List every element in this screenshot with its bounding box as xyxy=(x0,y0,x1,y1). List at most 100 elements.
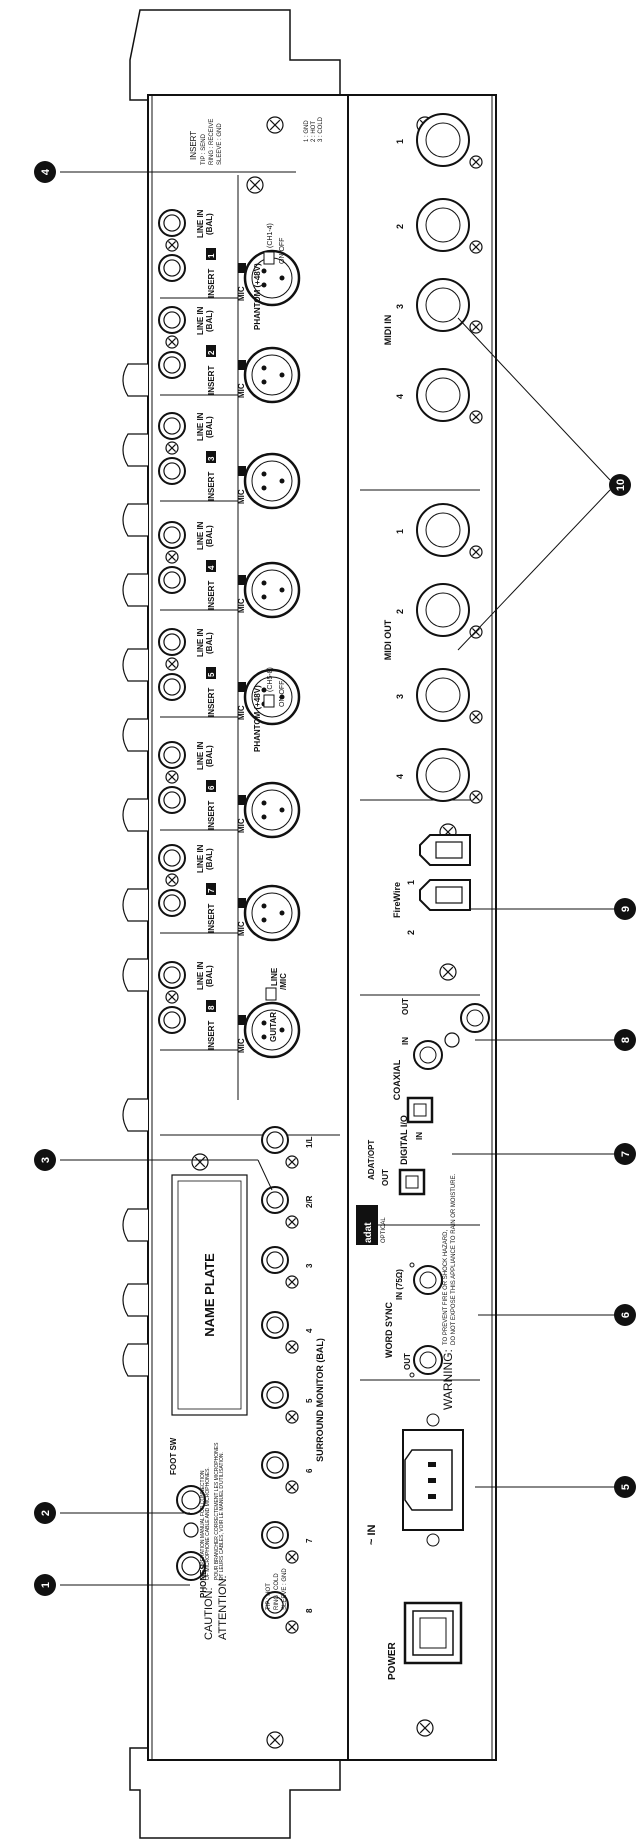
insert-label-7: INSERT xyxy=(207,904,216,933)
bal-label-1: (BAL) xyxy=(205,213,214,235)
surround-channel-label-3: 6 xyxy=(305,1468,314,1473)
chassis-fin xyxy=(122,1098,148,1132)
midi-in-port-2[interactable] xyxy=(416,198,470,252)
surround-jack-2[interactable] xyxy=(261,1521,289,1549)
xlr-pin xyxy=(261,800,267,806)
mic-xlr-8[interactable] xyxy=(243,1001,301,1059)
mic-label-8: MIC xyxy=(237,1038,246,1053)
insert-jack-4[interactable] xyxy=(158,566,186,594)
mic-xlr-7[interactable] xyxy=(243,884,301,942)
xlr-pin xyxy=(279,372,285,378)
line-in-label-3: LINE IN xyxy=(196,412,205,441)
chassis-fin xyxy=(122,1208,148,1242)
guitar-line-mic-switch[interactable] xyxy=(265,987,277,1001)
bal-label-8: (BAL) xyxy=(205,965,214,987)
callout-number-c9: 9 xyxy=(620,906,632,912)
screw-slot xyxy=(167,875,177,885)
coaxial-in-jack[interactable] xyxy=(413,1040,443,1070)
mic-label-1: MIC xyxy=(237,286,246,301)
surround-jack-5[interactable] xyxy=(261,1311,289,1339)
xlr-pin xyxy=(261,379,267,385)
midi-out-port-4[interactable] xyxy=(416,748,470,802)
mic-xlr-3[interactable] xyxy=(243,452,301,510)
mic-badge-5 xyxy=(238,682,246,692)
surround-jack-1[interactable] xyxy=(261,1591,289,1619)
insert-jack-8[interactable] xyxy=(158,1006,186,1034)
surround-jack-1-inner xyxy=(266,1596,284,1614)
chassis-fin xyxy=(122,648,148,682)
screw-slot xyxy=(471,412,481,422)
channel-badge-8 xyxy=(206,1000,216,1012)
callout-c3 xyxy=(34,1149,56,1171)
insert-jack-5[interactable] xyxy=(158,673,186,701)
channel-number-6: 6 xyxy=(207,785,216,790)
optical-out-port[interactable] xyxy=(398,1168,426,1196)
line-in-jack-4[interactable] xyxy=(158,521,186,549)
surround-jack-7[interactable] xyxy=(261,1186,289,1214)
word-sync-in-jack[interactable] xyxy=(413,1265,443,1295)
midi-in-number-3: 3 xyxy=(395,304,405,309)
midi-in-port-1[interactable] xyxy=(416,113,470,167)
midi-in-label: MIDI IN xyxy=(383,315,393,346)
insert-jack-7[interactable] xyxy=(158,889,186,917)
surround-jack-6[interactable] xyxy=(261,1246,289,1274)
midi-out-port-3[interactable] xyxy=(416,668,470,722)
phones-jack[interactable] xyxy=(176,1551,206,1581)
phantom-switch-ch1-4[interactable] xyxy=(263,251,275,265)
insert-jack-3[interactable] xyxy=(158,457,186,485)
adat-optical-text: OPTICAL xyxy=(381,1217,387,1243)
adat-opt-label: ADAT/OPT xyxy=(367,1140,376,1180)
surround-jack-8[interactable] xyxy=(261,1126,289,1154)
mic-xlr-4[interactable] xyxy=(243,561,301,619)
surround-jack-4[interactable] xyxy=(261,1381,289,1409)
line-in-jack-5[interactable] xyxy=(158,628,186,656)
midi-in-port-4[interactable] xyxy=(416,368,470,422)
line-in-jack-1[interactable] xyxy=(158,209,186,237)
midi-out-port-1[interactable] xyxy=(416,503,470,557)
chassis-fins xyxy=(122,363,148,1377)
insert-jack-2[interactable] xyxy=(158,351,186,379)
insert-label-1: INSERT xyxy=(207,269,216,298)
bal-label-6: (BAL) xyxy=(205,745,214,767)
line-in-jack-6[interactable] xyxy=(158,741,186,769)
midi-in-port-3[interactable] xyxy=(416,278,470,332)
channel-badge-4 xyxy=(206,560,216,572)
xlr-pin xyxy=(279,807,285,813)
adat-logo-text: adat xyxy=(363,1222,374,1243)
channel-badge-5 xyxy=(206,667,216,679)
line-in-jack-8[interactable] xyxy=(158,961,186,989)
phantom-switch-ch5-8[interactable] xyxy=(263,694,275,708)
mic-xlr-6[interactable] xyxy=(243,781,301,839)
line-in-jack-3[interactable] xyxy=(158,412,186,440)
chassis-fin xyxy=(122,958,148,992)
word-sync-out-jack[interactable] xyxy=(413,1345,443,1375)
mic-xlr-1[interactable] xyxy=(243,249,301,307)
insert-jack-1[interactable] xyxy=(158,254,186,282)
firewire-port-1-label: 1 xyxy=(406,880,416,885)
screw-slot xyxy=(471,157,481,167)
mic-badge-3 xyxy=(238,466,246,476)
optical-in-port[interactable] xyxy=(406,1096,434,1124)
surround-jack-3[interactable] xyxy=(261,1451,289,1479)
foot-switch-jack[interactable] xyxy=(176,1485,206,1515)
insert-jack-6[interactable] xyxy=(158,786,186,814)
coax-in-label: IN xyxy=(401,1037,410,1045)
channel-number-1: 1 xyxy=(207,253,216,258)
line-in-jack-7[interactable] xyxy=(158,844,186,872)
chassis-fin xyxy=(122,573,148,607)
phantom-a-range: (CH1-4) xyxy=(267,223,274,248)
insert-legend-ring: RING : RECEIVE xyxy=(209,119,215,165)
line-in-jack-2[interactable] xyxy=(158,306,186,334)
midi-out-label: MIDI OUT xyxy=(383,619,393,660)
mic-xlr-inner-5 xyxy=(251,676,293,718)
midi-in-port-inner xyxy=(425,207,461,243)
midi-out-port-2[interactable] xyxy=(416,583,470,637)
surround-channel-label-2: 7 xyxy=(305,1538,314,1543)
mic-xlr-2[interactable] xyxy=(243,346,301,404)
chassis-fin xyxy=(122,1283,148,1317)
coaxial-out-jack[interactable] xyxy=(460,1003,490,1033)
